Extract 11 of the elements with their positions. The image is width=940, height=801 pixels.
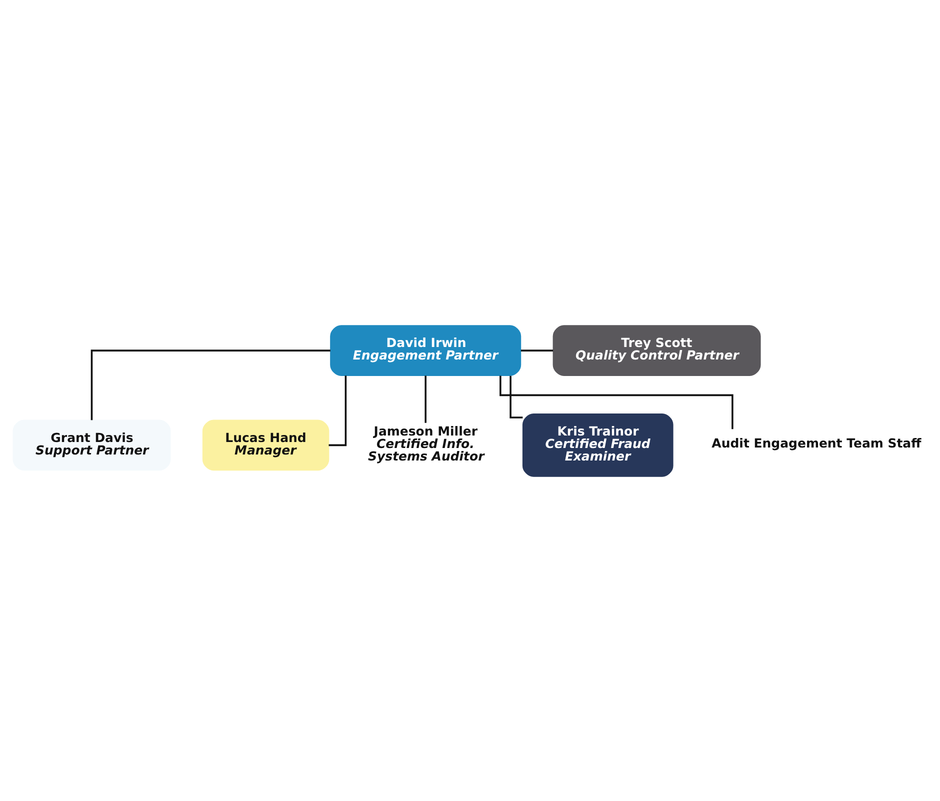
connector xyxy=(90,349,330,420)
connector xyxy=(500,375,734,429)
node-box: Trey Scott Quality Control Partner xyxy=(552,324,761,376)
node-box: David Irwin Engagement Partner xyxy=(330,324,522,376)
node-box: Kris Trainor Certified Fraud Examiner xyxy=(522,413,674,476)
node-box: Grant Davis Support Partner xyxy=(12,419,171,470)
node-text: Jameson Miller Certified Info. Systems Auditor xyxy=(368,423,484,464)
connector xyxy=(424,375,426,422)
node-box: Lucas Hand Manager xyxy=(202,419,330,470)
connector xyxy=(520,349,553,351)
node-text: Audit Engagement Team Staff xyxy=(712,435,922,450)
